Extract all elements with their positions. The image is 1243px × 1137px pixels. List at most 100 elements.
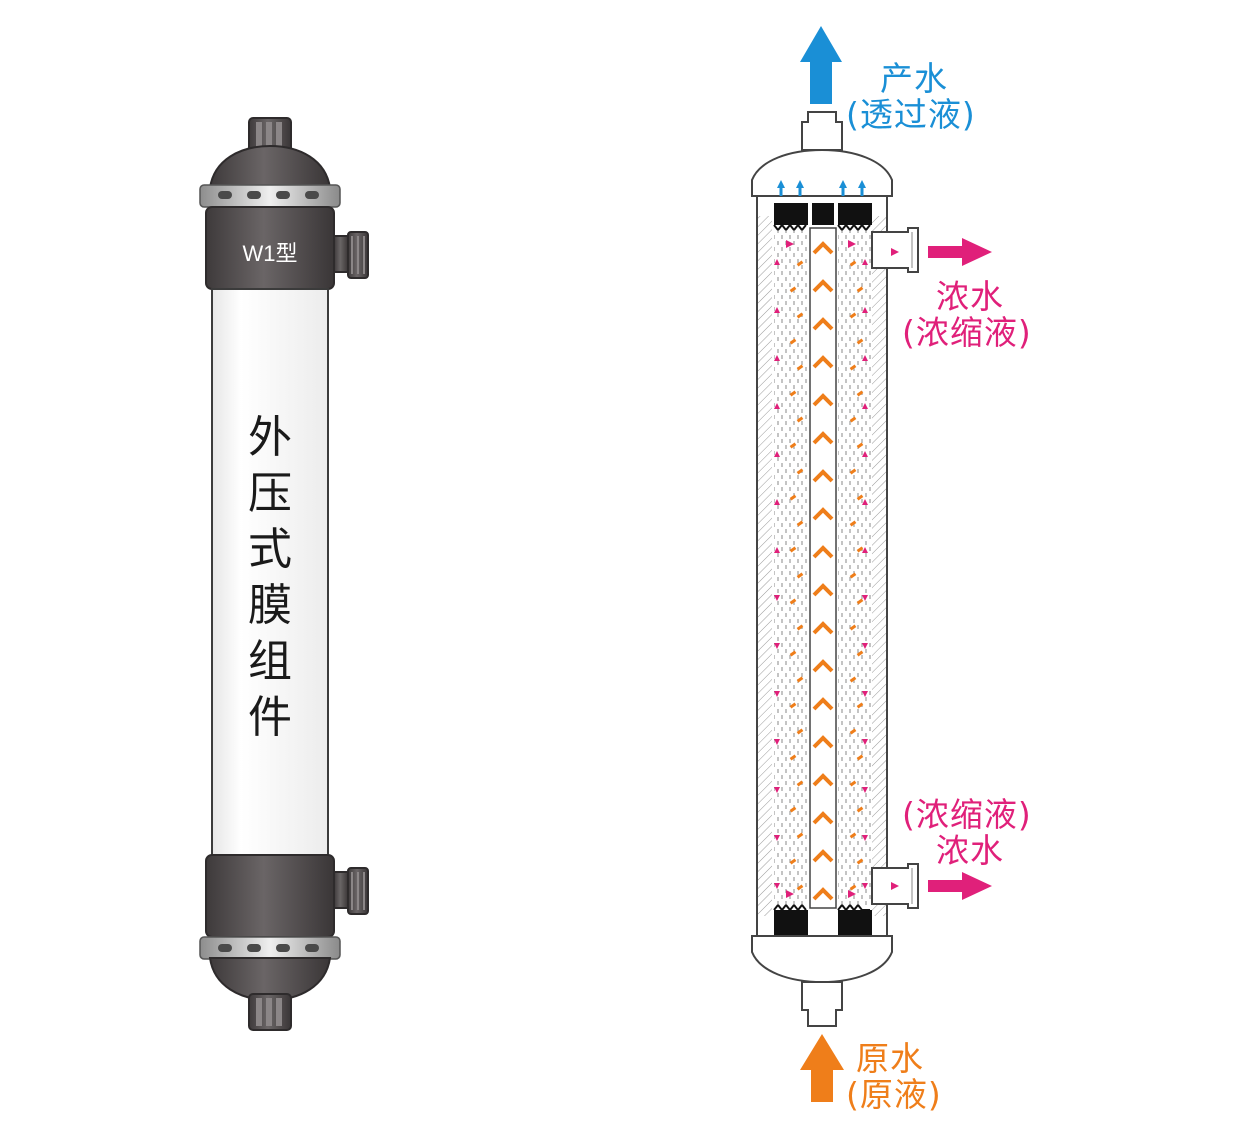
feed-permeation-mark [796,364,804,371]
feed-permeation-mark [856,858,864,865]
feed-label-1: 原水 [856,1039,924,1078]
concentrate-flow-mark [774,307,780,313]
feed-permeation-mark [789,702,797,709]
concentrate-port-mark [786,240,794,248]
feed-permeation-mark [856,494,864,501]
feed-flow-chevron [812,469,834,483]
bottom-potting [773,903,872,936]
concentrate-top-label-2: (浓缩液) [902,313,1032,352]
concentrate-flow-mark [774,787,780,793]
top-potting [773,203,872,232]
feed-permeation-mark [849,416,857,423]
concentrate-flow-mark [774,835,780,841]
concentrate-flow-mark [774,739,780,745]
feed-permeation-mark [856,390,864,397]
feed-permeation-mark [849,520,857,527]
feed-flow-chevron [812,621,834,635]
permeate-label-2: (透过液) [846,95,976,134]
title-char: 膜 [248,580,292,631]
feed-permeation-mark [856,598,864,605]
feed-flow-chevron [812,849,834,863]
feed-permeation-mark [789,286,797,293]
feed-permeation-mark [849,312,857,319]
concentrate-flow-mark [862,259,868,265]
feed-permeation-mark [789,546,797,553]
feed-flow-chevron [812,887,834,901]
concentrate-flow-mark [862,307,868,313]
concentrate-flow-mark [774,883,780,889]
feed-permeation-mark [789,494,797,501]
permeate-arrow-shaft [798,186,802,196]
flow-markers [774,180,899,901]
title-char: 件 [248,692,292,743]
concentrate-flow-mark [774,643,780,649]
feed-permeation-mark [789,598,797,605]
feed-permeation-mark [796,728,804,735]
bottom-side-port [333,871,349,909]
feed-permeation-mark [849,676,857,683]
title-char: 式 [248,524,292,575]
concentrate-flow-mark [774,547,780,553]
concentrate-flow-mark [862,835,868,841]
permeate-arrow-head [858,180,866,188]
concentrate-bottom-label-2: 浓水 [936,831,1004,870]
permeate-arrow-shaft [841,186,845,196]
feed-flow-chevron [812,393,834,407]
concentrate-flow-mark [774,355,780,361]
feed-permeation-mark [856,702,864,709]
concentrate-flow-mark [862,691,868,697]
feed-permeation-mark [849,260,857,267]
cutaway-diagram [751,111,919,1027]
feed-permeation-mark [849,884,857,891]
concentrate-flow-mark [862,787,868,793]
feed-permeation-mark [796,780,804,787]
bottom-housing [205,854,335,938]
concentrate-top-label-1: 浓水 [936,277,1004,316]
permeate-outlet-arrow [800,26,842,104]
feed-permeation-mark [796,520,804,527]
concentrate-port-mark [891,248,899,256]
permeate-arrow-head [839,180,847,188]
concentrate-port-mark [786,890,794,898]
concentrate-flow-mark [774,595,780,601]
membrane-tube-body [211,288,329,856]
feed-flow-chevron [812,279,834,293]
feed-permeation-mark [796,624,804,631]
feed-permeation-mark [789,858,797,865]
feed-permeation-mark [796,676,804,683]
feed-permeation-mark [796,260,804,267]
permeate-arrow-shaft [779,186,783,196]
concentrate-flow-mark [862,739,868,745]
feed-permeation-mark [849,624,857,631]
feed-permeation-mark [796,832,804,839]
concentrate-flow-mark [862,499,868,505]
concentrate-top-arrow [928,238,992,266]
concentrate-bottom-label-1: (浓缩液) [902,795,1032,834]
top-outlet-stub [801,111,843,151]
feed-flow-chevron [812,697,834,711]
concentrate-flow-mark [862,643,868,649]
top-end-cap [751,148,893,197]
central-feed-tube [809,227,837,909]
feed-permeation-mark [849,728,857,735]
concentrate-flow-mark [774,403,780,409]
feed-permeation-mark [849,780,857,787]
feed-flow-chevron [812,583,834,597]
feed-permeation-mark [789,390,797,397]
concentrate-flow-mark [774,691,780,697]
fiber-bundle-right [838,230,872,906]
title-char: 外 [248,412,292,463]
feed-permeation-mark [789,650,797,657]
feed-flow-chevron [812,773,834,787]
bottom-end-cap [751,935,893,984]
concentrate-flow-mark [862,451,868,457]
feed-permeation-mark [789,338,797,345]
feed-flow-chevron [812,545,834,559]
feed-permeation-mark [856,286,864,293]
module-vertical-title: 外 压 式 膜 组 件 [240,410,300,746]
bottom-inlet-stub [801,981,843,1027]
feed-permeation-mark [856,338,864,345]
feed-flow-chevron [812,735,834,749]
concentrate-flow-mark [774,259,780,265]
